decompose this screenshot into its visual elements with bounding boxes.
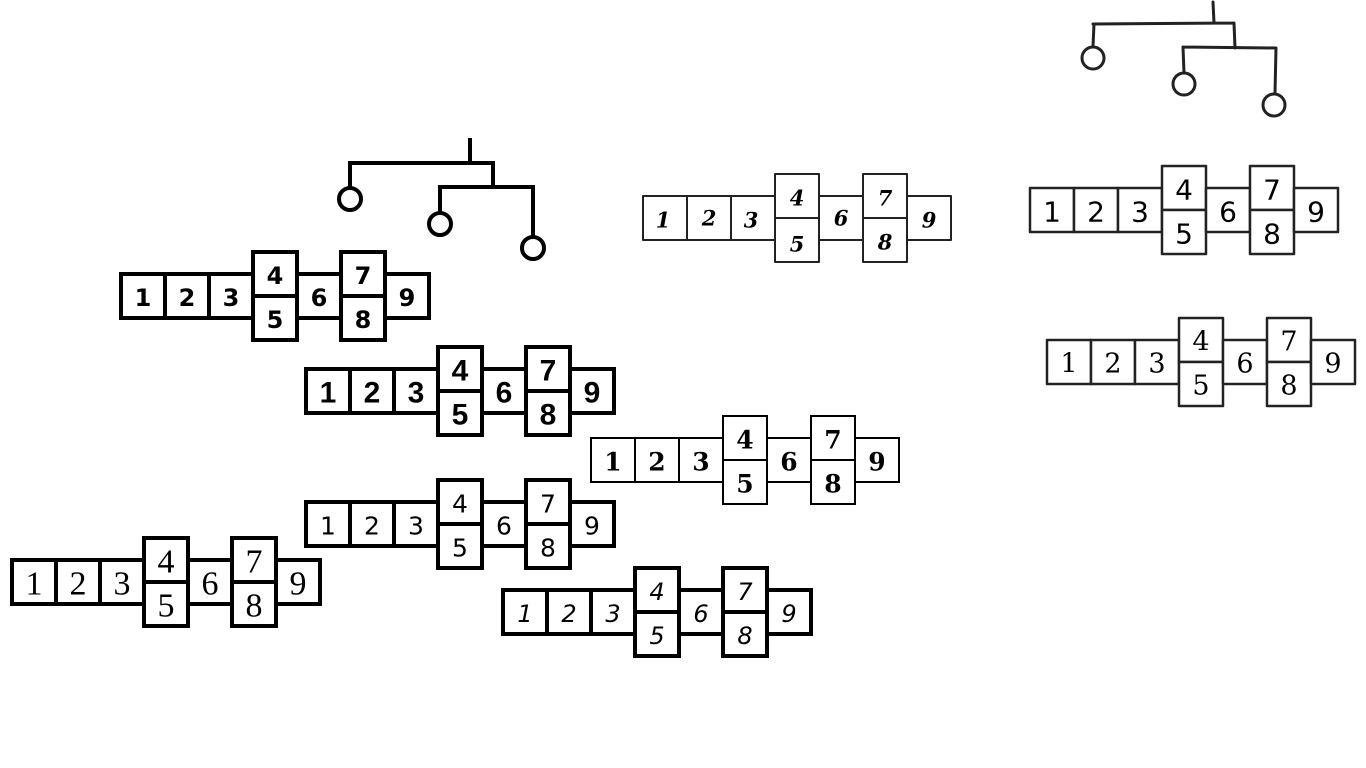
grid-label: 8: [540, 534, 556, 563]
hopscotch-grid: 1 2 3 4 5 6 7 8 9: [1028, 164, 1340, 256]
grid-label: 1: [26, 566, 43, 603]
hopscotch-grid: 1 2 3 4 5 6 7 8 9: [1045, 316, 1357, 408]
grid-label: 7: [1263, 174, 1281, 207]
grid-label: 7: [824, 426, 841, 455]
grid-label: 7: [246, 544, 263, 581]
grid-label: 6: [834, 206, 849, 231]
grid-label: 7: [737, 578, 753, 606]
grid-label: 2: [701, 206, 717, 231]
grid-label: 5: [736, 470, 753, 499]
grid-cell-1: [119, 272, 167, 320]
grid-label: 3: [1148, 349, 1165, 380]
grid-label: 9: [584, 512, 600, 541]
grid-label: 5: [452, 399, 469, 432]
grid-label: 7: [355, 262, 372, 290]
grid-label: 3: [223, 284, 240, 312]
grid-label: 5: [452, 534, 468, 563]
grid-label: 9: [922, 208, 937, 233]
hopscotch-grid: 1 2 3 4 5 6 7 8 9: [590, 415, 900, 505]
grid-label: 7: [878, 186, 893, 211]
grid-label: 9: [1307, 196, 1325, 229]
hopscotch-grid: 1 2 3 4 5 6 7 8 9: [642, 173, 952, 263]
grid-label: 4: [158, 544, 175, 581]
grid-label: 1: [320, 377, 337, 410]
tree-icon-sketch: [1080, 0, 1287, 118]
grid-label: 9: [399, 284, 416, 312]
grid-label: 8: [355, 306, 372, 334]
grid-cell-3: [207, 272, 255, 320]
grid-label: 3: [692, 448, 709, 477]
grid-label: 2: [70, 566, 87, 603]
grid-label: 4: [736, 426, 753, 455]
grid-label: 5: [158, 588, 175, 625]
grid-label: 8: [1280, 371, 1297, 402]
grid-label: 4: [790, 186, 805, 211]
grid-label: 6: [1236, 349, 1253, 380]
grid-label: 4: [452, 490, 468, 519]
grid-label: 6: [202, 566, 219, 603]
grid-label: 8: [737, 622, 752, 650]
grid-label: 2: [364, 377, 381, 410]
grid-label: 3: [1131, 196, 1149, 229]
grid-label: 1: [1060, 349, 1077, 380]
grid-label: 2: [1087, 196, 1105, 229]
grid-label: 6: [780, 448, 797, 477]
grid-label: 9: [290, 566, 307, 603]
grid-label: 8: [1263, 218, 1281, 251]
grid-label: 8: [246, 588, 263, 625]
hopscotch-grid: 1 2 3 4 5 6 7 8 9: [304, 478, 616, 570]
grid-label: 8: [540, 399, 557, 432]
hopscotch-grid: 1 2 3 4 5 6 7 8 9: [501, 566, 813, 658]
grid-label: 5: [649, 622, 664, 650]
grid-label: 5: [267, 306, 284, 334]
grid-label: 9: [584, 377, 601, 410]
grid-label: 4: [452, 355, 469, 388]
grid-label: 2: [561, 600, 576, 628]
hopscotch-grid: 1 2 3 4 5 6 7 8 9: [119, 250, 431, 342]
grid-label: 4: [1175, 174, 1193, 207]
grid-label: 1: [604, 448, 621, 477]
grid-label: 3: [408, 377, 425, 410]
grid-label: 5: [1175, 218, 1193, 251]
grid-label: 4: [649, 578, 664, 606]
grid-label: 8: [824, 470, 841, 499]
grid-label: 9: [1324, 349, 1341, 380]
grid-label: 4: [267, 262, 284, 290]
grid-label: 6: [496, 377, 513, 410]
grid-label: 6: [496, 512, 512, 541]
grid-label: 7: [540, 490, 556, 519]
grid-label: 2: [1104, 349, 1121, 380]
grid-label: 3: [114, 566, 131, 603]
grid-label: 8: [877, 230, 893, 255]
grid-label: 3: [744, 208, 759, 233]
grid-label: 1: [1043, 196, 1061, 229]
grid-label: 9: [781, 600, 796, 628]
grid-label: 9: [868, 448, 885, 477]
grid-label: 3: [408, 512, 424, 541]
grid-label: 5: [1192, 371, 1209, 402]
hopscotch-grid: 1 2 3 4 5 6 7 8 9: [10, 536, 322, 628]
grid-label: 1: [656, 208, 671, 233]
grid-label: 7: [540, 355, 557, 388]
grid-label: 6: [693, 600, 708, 628]
grid-label: 5: [790, 232, 805, 257]
grid-label: 3: [605, 600, 620, 628]
grid-label: 7: [1280, 327, 1297, 358]
grid-label: 2: [364, 512, 380, 541]
grid-label: 1: [135, 284, 152, 312]
tree-icon-clean: [337, 138, 546, 261]
grid-label: 1: [320, 512, 336, 541]
grid-label: 6: [311, 284, 328, 312]
grid-label: 2: [648, 448, 665, 477]
grid-cell-9: [383, 272, 431, 320]
grid-label: 6: [1219, 196, 1237, 229]
grid-label: 4: [1192, 327, 1209, 358]
grid-label: 1: [517, 600, 532, 628]
grid-label: 2: [179, 284, 196, 312]
hopscotch-grid: 1 2 3 4 5 6 7 8 9: [304, 345, 616, 437]
